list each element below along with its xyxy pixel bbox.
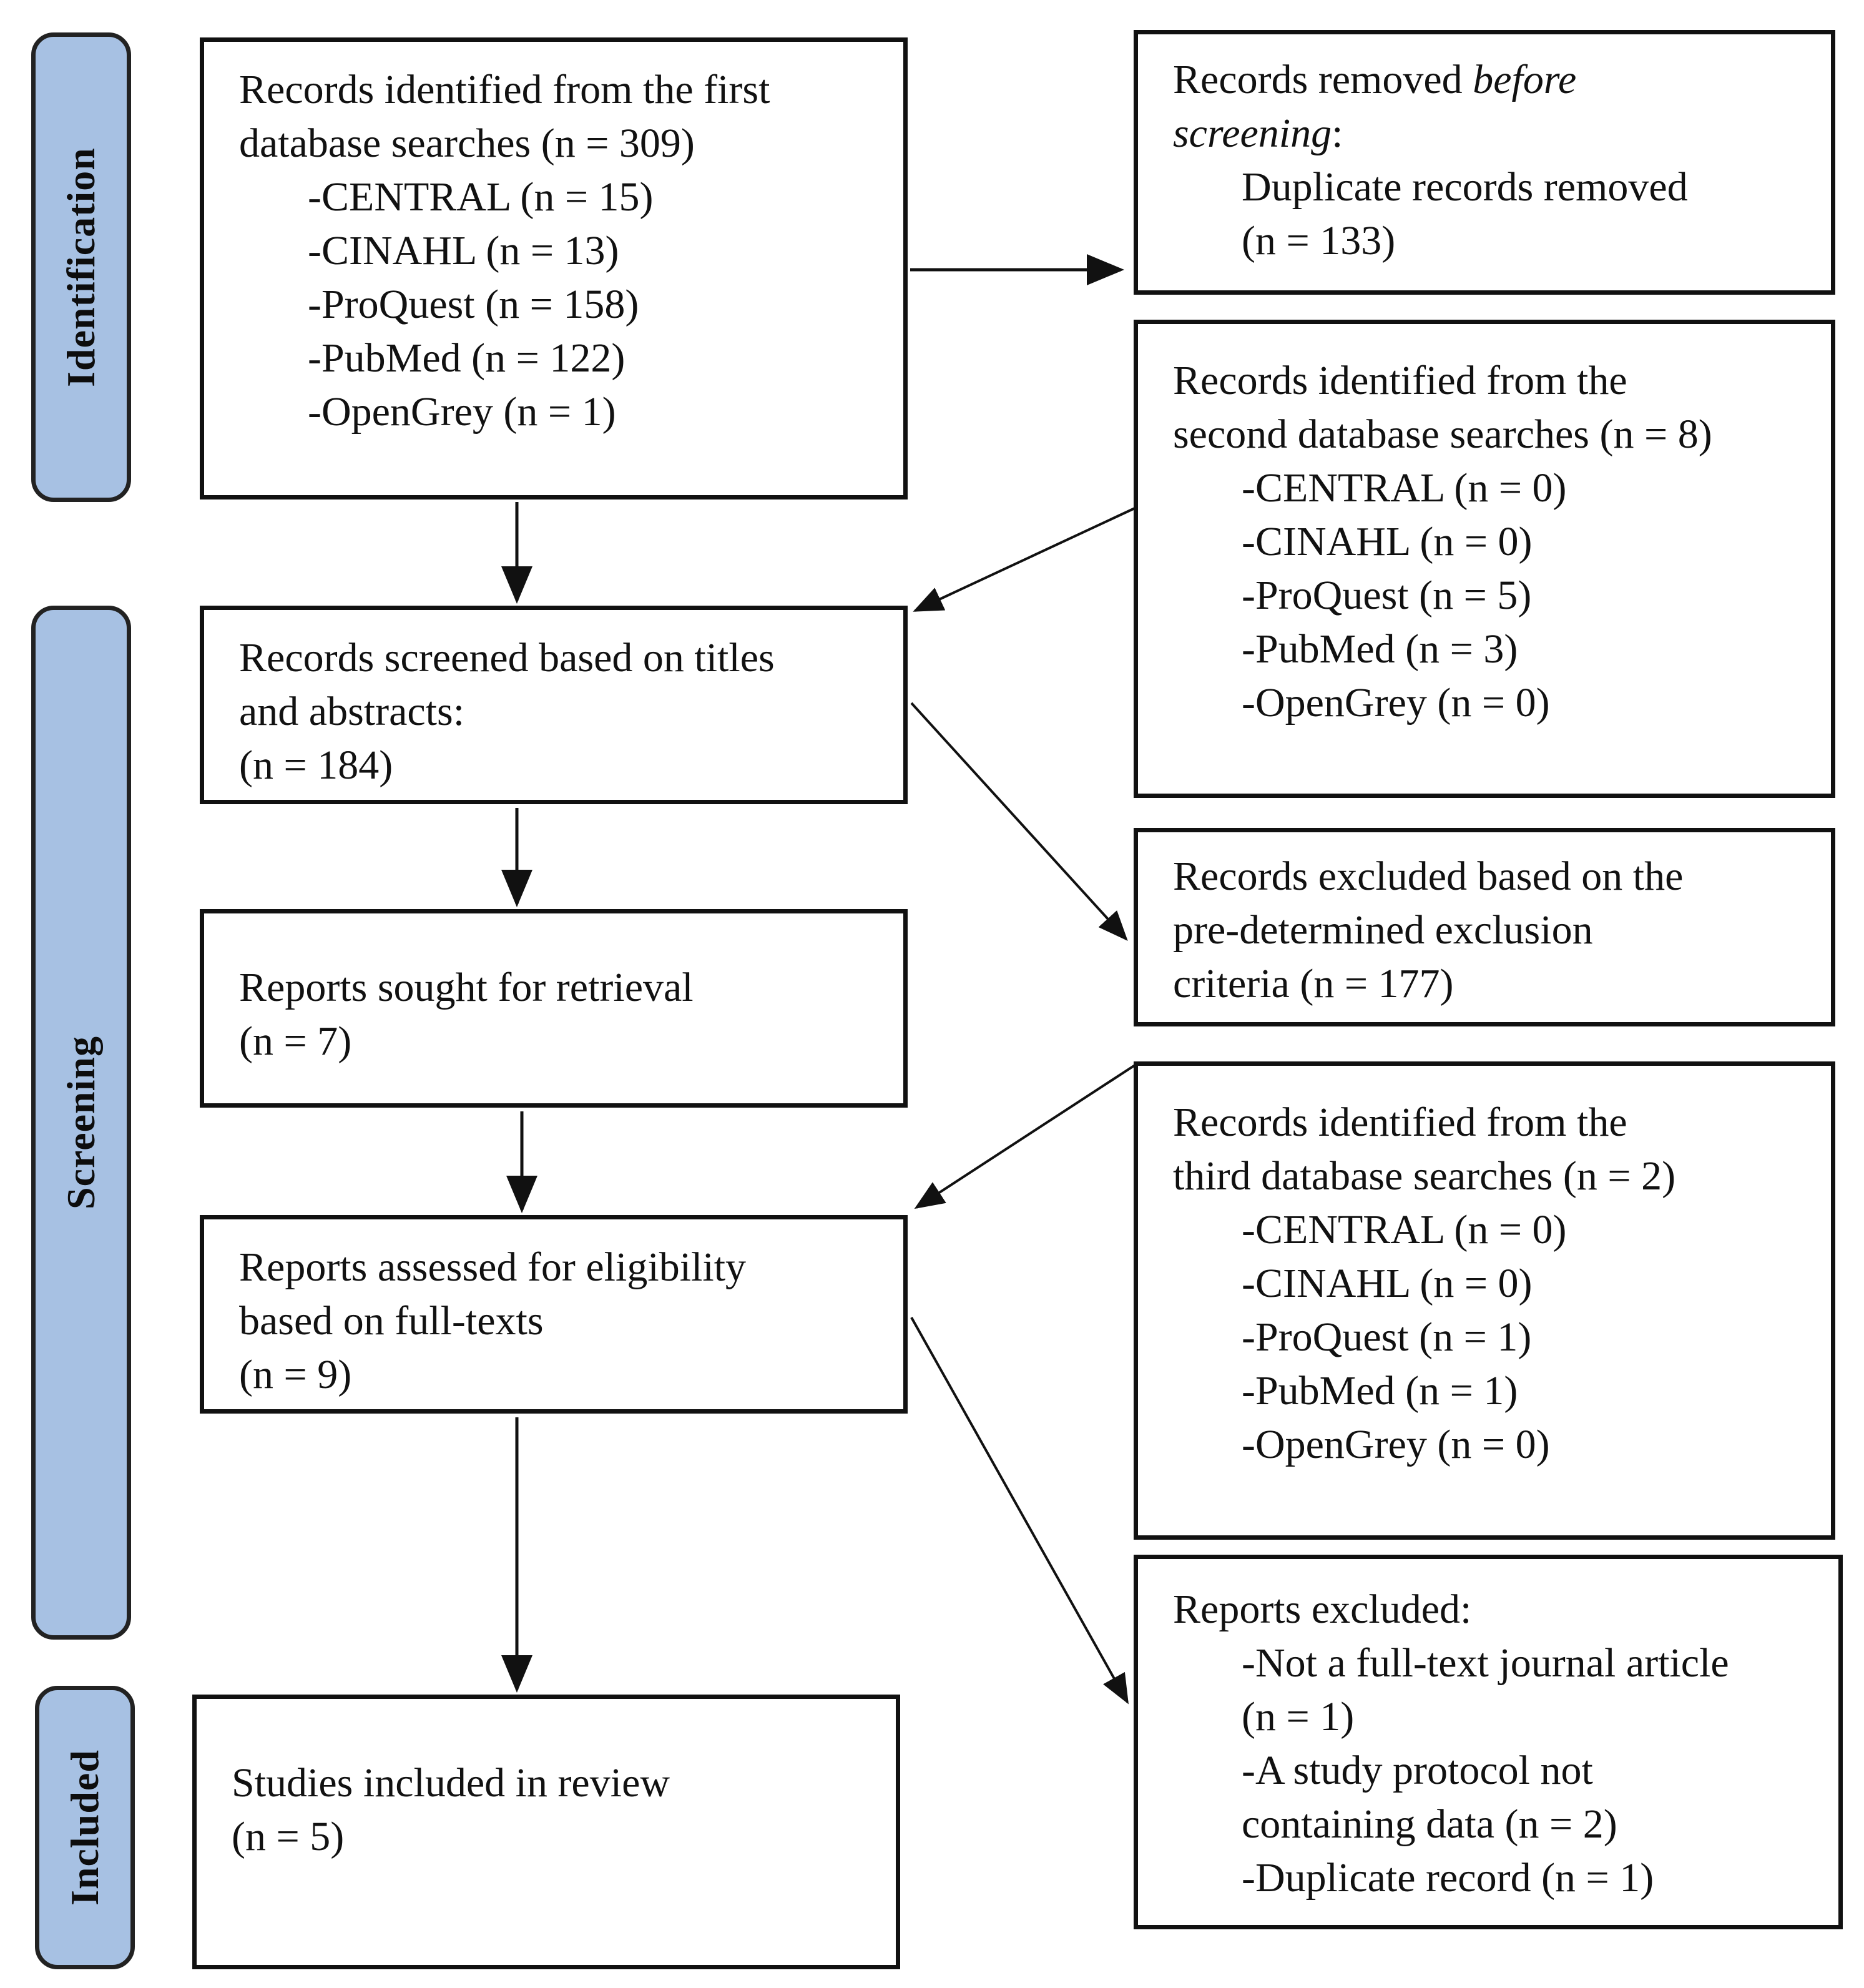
arrow-second-to-screened: [913, 506, 1138, 612]
removed-line-4: (n = 133): [1242, 218, 1396, 263]
reports-excluded-line: (n = 1): [1242, 1694, 1355, 1740]
screened-box: Records screened based on titles and abs…: [200, 606, 908, 804]
screened-line-1: Records screened based on titles: [239, 635, 775, 681]
second-search-item: -CENTRAL (n = 0): [1242, 465, 1567, 511]
first-search-item: -CENTRAL (n = 15): [308, 174, 654, 220]
second-search-box: Records identified from the second datab…: [1134, 320, 1835, 798]
screened-line-2: and abstracts:: [239, 689, 465, 734]
assessed-line-1: Reports assessed for eligibility: [239, 1244, 747, 1290]
removed-line-1-text: Records removed: [1173, 57, 1473, 102]
excluded-records-line-3: criteria (n = 177): [1173, 961, 1454, 1006]
second-search-item: -OpenGrey (n = 0): [1242, 680, 1550, 726]
first-search-box: Records identified from the first databa…: [200, 37, 908, 499]
screened-line-3: (n = 184): [239, 742, 393, 788]
third-search-item: -OpenGrey (n = 0): [1242, 1422, 1550, 1467]
phase-screening-bar: Screening: [31, 606, 131, 1640]
arrow-assessed-to-reports-excluded: [910, 1317, 1129, 1705]
assessed-line-3: (n = 9): [239, 1352, 352, 1397]
removed-line-2-colon: :: [1332, 111, 1343, 156]
excluded-records-line-2: pre-determined exclusion: [1173, 907, 1593, 953]
reports-excluded-line: containing data (n = 2): [1242, 1801, 1617, 1847]
second-search-title-1: Records identified from the: [1173, 358, 1627, 403]
phase-included-label: Included: [62, 1749, 107, 1906]
phase-screening-label: Screening: [59, 1035, 103, 1210]
first-search-item: -CINAHL (n = 13): [308, 228, 619, 273]
sought-box: Reports sought for retrieval (n = 7): [200, 909, 908, 1108]
first-search-title-1: Records identified from the first: [239, 67, 770, 112]
second-search-item: -PubMed (n = 3): [1242, 626, 1518, 672]
assessed-line-2: based on full-texts: [239, 1298, 544, 1344]
second-search-title-2: second database searches (n = 8): [1173, 411, 1712, 457]
excluded-records-line-1: Records excluded based on the: [1173, 854, 1684, 899]
third-search-title-1: Records identified from the: [1173, 1100, 1627, 1145]
included-line-1: Studies included in review: [232, 1760, 670, 1806]
removed-line-1: Records removed before: [1173, 53, 1831, 107]
third-search-item: -CENTRAL (n = 0): [1242, 1207, 1567, 1252]
reports-excluded-line: -Duplicate record (n = 1): [1242, 1855, 1654, 1901]
phase-included-bar: Included: [35, 1686, 135, 1969]
phase-identification-bar: Identification: [31, 32, 131, 502]
removed-line-1-italic: before: [1473, 57, 1577, 102]
first-search-item: -ProQuest (n = 158): [308, 282, 639, 327]
arrow-third-to-assessed: [914, 1064, 1136, 1209]
arrow-screened-to-excluded: [910, 702, 1128, 941]
included-line-2: (n = 5): [232, 1814, 345, 1859]
included-box: Studies included in review (n = 5): [192, 1695, 900, 1969]
first-search-item: -PubMed (n = 122): [308, 335, 625, 381]
reports-excluded-line: -Not a full-text journal article: [1242, 1640, 1729, 1686]
first-search-item: -OpenGrey (n = 1): [308, 389, 616, 435]
first-search-title-2: database searches (n = 309): [239, 121, 695, 166]
removed-line-2: screening:: [1173, 107, 1831, 160]
sought-line-2: (n = 7): [239, 1018, 352, 1064]
assessed-box: Reports assessed for eligibility based o…: [200, 1215, 908, 1414]
third-search-item: -ProQuest (n = 1): [1242, 1314, 1532, 1360]
second-search-item: -ProQuest (n = 5): [1242, 573, 1532, 618]
sought-line-1: Reports sought for retrieval: [239, 965, 694, 1010]
third-search-box: Records identified from the third databa…: [1134, 1061, 1835, 1540]
phase-identification-label: Identification: [59, 147, 103, 387]
excluded-records-box: Records excluded based on the pre-determ…: [1134, 828, 1835, 1026]
removed-line-3: Duplicate records removed: [1242, 164, 1688, 210]
reports-excluded-title: Reports excluded:: [1173, 1587, 1472, 1632]
removed-line-2-italic: screening: [1173, 111, 1332, 156]
removed-box: Records removed before screening: Duplic…: [1134, 30, 1835, 295]
third-search-item: -PubMed (n = 1): [1242, 1368, 1518, 1414]
third-search-item: -CINAHL (n = 0): [1242, 1261, 1533, 1306]
second-search-item: -CINAHL (n = 0): [1242, 519, 1533, 564]
reports-excluded-box: Reports excluded: -Not a full-text journ…: [1134, 1555, 1843, 1929]
third-search-title-2: third database searches (n = 2): [1173, 1153, 1676, 1199]
reports-excluded-line: -A study protocol not: [1242, 1748, 1593, 1793]
